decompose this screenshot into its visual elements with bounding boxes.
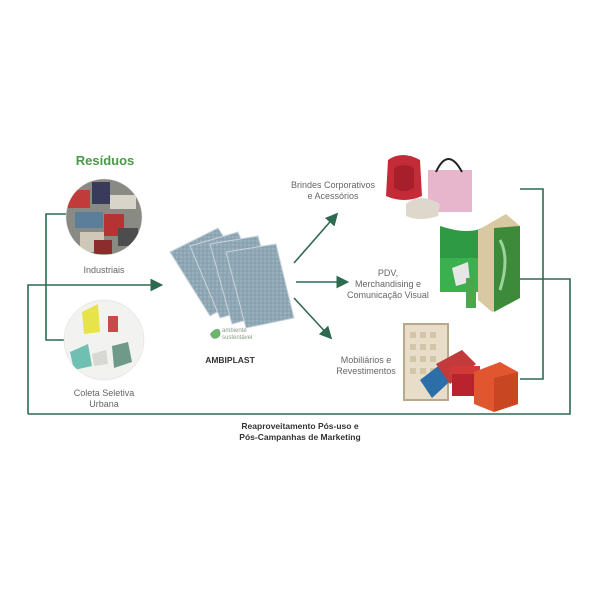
industrial-label: Industriais [83, 265, 125, 275]
urban-waste-image [64, 300, 144, 380]
pos-merchandising-image [440, 214, 520, 312]
pos-line3: Comunicação Visual [347, 290, 429, 300]
furniture-label: Mobiliários e Revestimentos [324, 355, 408, 377]
output-arrows [293, 212, 350, 340]
urban-collection-label-line1: Coleta Seletiva [73, 388, 135, 398]
logo-leaf-icon [210, 328, 221, 339]
logo-line1: ambiente [222, 328, 247, 334]
furniture-line2: Revestimentos [336, 366, 396, 376]
reuse-loop-line2: Pós-Campanhas de Marketing [239, 432, 361, 442]
pos-label: PDV, Merchandising e Comunicação Visual [340, 268, 436, 301]
left-connector [27, 188, 571, 415]
logo-line2: sustentável [222, 335, 253, 341]
reuse-loop-line1: Reaproveitamento Pós-uso e [241, 421, 359, 431]
urban-collection-label: Coleta Seletiva Urbana [54, 388, 154, 410]
corporate-gifts-image [386, 155, 472, 219]
ambiplast-sheets-image [169, 227, 295, 329]
corporate-gifts-line1: Brindes Corporativos [290, 180, 376, 190]
ambiplast-label: AMBIPLAST [205, 355, 255, 365]
residues-title: Resíduos [75, 153, 135, 168]
reuse-loop-label: Reaproveitamento Pós-uso e Pós-Campanhas… [210, 421, 390, 443]
corporate-gifts-label: Brindes Corporativos e Acessórios [280, 180, 386, 202]
urban-collection-label-line2: Urbana [89, 399, 119, 409]
furniture-line1: Mobiliários e [340, 355, 392, 365]
pos-line2: Merchandising e [354, 279, 422, 289]
furniture-coverings-image [403, 323, 518, 412]
corporate-gifts-line2: e Acessórios [307, 191, 359, 201]
pos-line1: PDV, [377, 268, 399, 278]
ambiente-logo: ambiente sustentável [222, 328, 272, 342]
industrial-waste-image [66, 179, 142, 255]
